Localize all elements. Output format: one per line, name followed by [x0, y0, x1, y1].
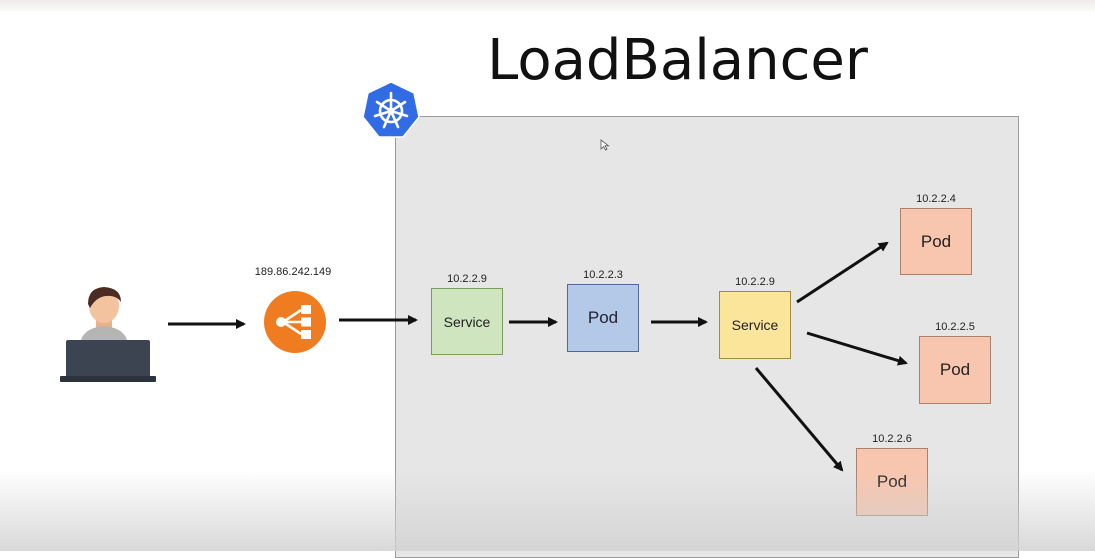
- load-balancer-icon: [264, 291, 326, 353]
- service-front-label: Service: [443, 313, 491, 330]
- arrow-service-to-pod-1: [796, 241, 889, 304]
- service-back-box: Service: [719, 291, 791, 359]
- pod-2-box: Pod: [919, 336, 991, 404]
- pod-middle-label: Pod: [587, 308, 619, 327]
- top-band: [0, 0, 1095, 14]
- kubernetes-logo-icon: [362, 81, 420, 138]
- pod-1-ip: 10.2.2.4: [916, 193, 956, 205]
- arrow-service-to-pod-3: [754, 367, 844, 472]
- pod-2-ip: 10.2.2.5: [935, 321, 975, 333]
- user-at-laptop-icon: [60, 287, 156, 382]
- pod-middle-box: Pod: [567, 284, 639, 352]
- pod-1-label: Pod: [920, 231, 952, 251]
- arrow-service-to-pod-2: [806, 331, 908, 366]
- service-front-box: Service: [431, 288, 503, 355]
- pod-middle-ip: 10.2.2.3: [583, 269, 623, 281]
- pod-3-ip: 10.2.2.6: [872, 433, 912, 445]
- service-front-ip: 10.2.2.9: [447, 273, 487, 285]
- mouse-cursor-icon: [600, 139, 610, 151]
- service-back-label: Service: [731, 317, 779, 333]
- pod-1-box: Pod: [900, 208, 972, 275]
- diagram-title: LoadBalancer: [487, 28, 868, 93]
- pod-2-label: Pod: [939, 360, 971, 379]
- load-balancer-ip: 189.86.242.149: [254, 266, 332, 278]
- service-back-ip: 10.2.2.9: [735, 276, 775, 288]
